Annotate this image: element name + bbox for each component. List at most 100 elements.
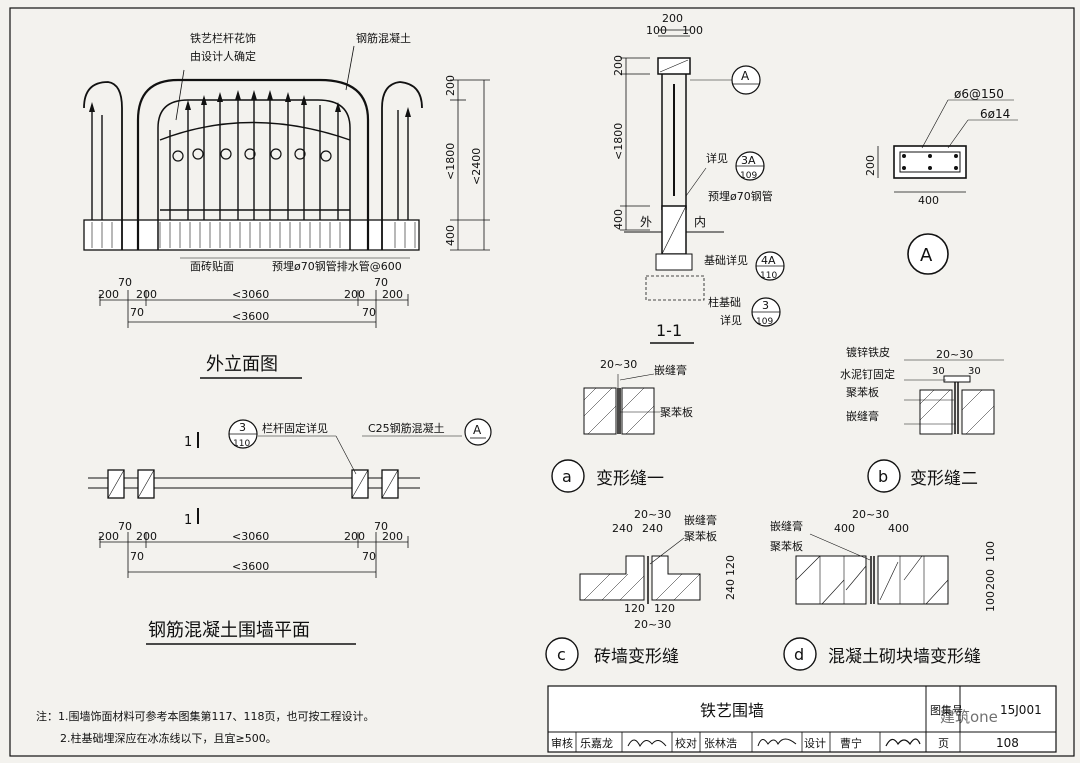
joint-a-sealant: 嵌缝膏	[654, 363, 687, 377]
left-column	[83, 81, 123, 250]
tb-page-label: 页	[938, 737, 949, 750]
joint-c-board: 聚苯板	[684, 529, 717, 543]
tb-design-signature	[885, 738, 921, 747]
joint-d-w-left: 400	[834, 522, 855, 535]
dim-elev-70-c: 70	[130, 306, 144, 319]
note-1: 注：1.围墙饰面材料可参考本图集第117、118页，也可按工程设计。	[36, 709, 374, 723]
callout-railing-1: 铁艺栏杆花饰	[190, 31, 256, 45]
joint-c-h1: 120	[724, 555, 737, 576]
arch-frame	[136, 78, 370, 250]
ref-concrete-text: C25钢筋混凝土	[368, 421, 445, 435]
dim-elev-70-d: 70	[362, 306, 376, 319]
elevation-dims-right	[450, 79, 490, 251]
joint-d-h1: 100	[984, 541, 997, 562]
callout-pipe: 预埋ø70钢管排水管@600	[272, 259, 402, 273]
ref-3-text-1: 柱基础	[708, 295, 741, 309]
joint-b-gap: 20~30	[936, 348, 973, 361]
joint-c-marker	[545, 637, 579, 671]
detail-A-letter: A	[920, 245, 933, 266]
joint-c-sealant: 嵌缝膏	[684, 513, 717, 527]
joint-c-h2: 240	[724, 579, 737, 600]
joint-a: 20~30 嵌缝膏 聚苯板 a 变形缝一	[551, 358, 693, 493]
elevation-view: 铁艺栏杆花饰 由设计人确定 钢筋混凝土 面砖贴面 预埋ø70钢管排水管@600 …	[83, 31, 490, 379]
dim-plan-200-d: 200	[382, 530, 403, 543]
tb-check-label: 校对	[675, 736, 697, 750]
dim-elev-3600: <3600	[232, 310, 269, 323]
joint-a-gap: 20~30	[600, 358, 637, 371]
joint-b-cover: 镀锌铁皮	[846, 345, 890, 359]
joint-b-board: 聚苯板	[846, 385, 879, 399]
ref-3A-num: 3A	[741, 154, 756, 167]
tb-page-no: 108	[996, 736, 1019, 750]
joint-d-gap: 20~30	[852, 508, 889, 521]
sec-dim-left-200: 200	[612, 55, 625, 76]
joint-c-b2: 120	[654, 602, 675, 615]
elevation-dims-bottom	[99, 290, 409, 328]
joint-d: 嵌缝膏 聚苯板 20~30 400 400 100 200 100 d 混凝土砌…	[770, 508, 997, 671]
joint-d-board: 聚苯板	[770, 539, 803, 553]
section-footing	[655, 253, 693, 271]
joint-d-h2: 200	[984, 569, 997, 590]
joint-d-title: 混凝土砌块墙变形缝	[828, 647, 981, 667]
joint-b-marker	[867, 459, 901, 493]
joint-c-title: 砖墙变形缝	[594, 647, 679, 667]
titleblock-atlas-label: 图集号	[930, 703, 963, 717]
iron-railing	[91, 100, 409, 220]
sec-dim-100-b: 100	[682, 24, 703, 37]
dim-plan-70-a: 70	[118, 520, 132, 533]
ref-3A-text: 详见	[706, 151, 728, 165]
tb-review-label: 审核	[551, 736, 573, 750]
dim-elev-200-a: 200	[98, 288, 119, 301]
dim-right-2400: <2400	[470, 148, 483, 185]
dim-plan-3600: <3600	[232, 560, 269, 573]
detail-A-height: 200	[864, 155, 877, 176]
titleblock-watermark: 建筑one	[940, 708, 998, 726]
joint-c-letter: c	[557, 645, 566, 664]
tb-design-label: 设计	[804, 737, 826, 750]
dim-right-1800: <1800	[444, 143, 457, 180]
dim-elev-70-a: 70	[118, 276, 132, 289]
dim-elev-70-b: 70	[374, 276, 388, 289]
plan-title: 钢筋混凝土围墙平面	[148, 620, 310, 641]
ref-3-page: 109	[756, 317, 773, 327]
joint-c-b1: 120	[624, 602, 645, 615]
tb-check-signature	[757, 738, 797, 747]
right-column	[381, 81, 423, 250]
titleblock-atlas-no: 15J001	[1000, 703, 1042, 717]
dim-plan-200-c: 200	[344, 530, 365, 543]
joint-b-title: 变形缝二	[910, 469, 978, 489]
ref-circle-A-plan	[464, 418, 492, 446]
dim-right-400: 400	[444, 225, 457, 246]
dim-plan-200-a: 200	[98, 530, 119, 543]
ref-railing-num: 3	[239, 421, 246, 434]
sec-dim-left-1800: <1800	[612, 123, 625, 160]
joint-b-nail: 水泥钉固定	[840, 367, 895, 381]
joint-a-title: 变形缝一	[596, 469, 664, 489]
joint-b-letter: b	[878, 467, 888, 486]
joint-c-gap-top: 20~30	[634, 508, 671, 521]
dim-plan-70-b: 70	[374, 520, 388, 533]
wall-plinth	[83, 219, 420, 251]
ref-A-plan-letter: A	[473, 423, 482, 437]
tb-review-signature	[627, 739, 667, 748]
joint-d-letter: d	[794, 645, 804, 664]
joint-b: 20~30 30 30 镀锌铁皮 水泥钉固定 聚苯板 嵌缝膏 b 变形缝二	[840, 345, 1004, 493]
picket-finials	[89, 90, 411, 117]
ref-railing-page: 110	[233, 439, 250, 449]
dim-elev-3060: <3060	[232, 288, 269, 301]
detail-A-width: 400	[918, 194, 939, 207]
tb-design-name: 曹宁	[840, 736, 862, 750]
sec-dim-200: 200	[662, 12, 683, 25]
ref-railing-text: 栏杆固定详见	[262, 421, 328, 435]
joint-d-marker	[783, 637, 817, 671]
elevation-title: 外立面图	[206, 354, 278, 375]
title-block: 铁艺围墙 图集号 15J001 建筑one 审核 乐嘉龙 校对 张林浩 设计 曹…	[547, 685, 1057, 753]
callout-railing-2: 由设计人确定	[190, 49, 256, 63]
detail-A-section	[893, 145, 967, 179]
sheet-border	[9, 7, 1075, 757]
ref-circle-A-section	[731, 65, 761, 95]
joint-b-side-b: 30	[968, 366, 981, 377]
dim-plan-70-c: 70	[130, 550, 144, 563]
dim-elev-200-b: 200	[136, 288, 157, 301]
detail-A: ø6@150 6ø14 200 400 A	[864, 87, 1018, 275]
